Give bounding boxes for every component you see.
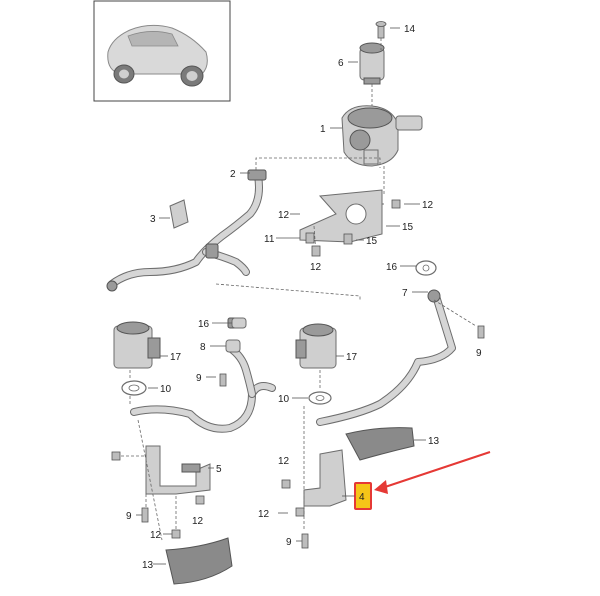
- secondary-air-pump: [341, 105, 423, 167]
- callout-7: 7: [402, 288, 408, 299]
- heat-shield-upper: [345, 427, 415, 461]
- callout-2: 2: [230, 169, 236, 180]
- callout-9-bottom: 9: [286, 537, 292, 548]
- callout-13-lower: 13: [142, 560, 154, 571]
- bracket-5: [145, 445, 211, 495]
- callout-12-bracket4-top: 12: [278, 456, 290, 467]
- heat-shield-lower: [165, 537, 233, 585]
- connector-8: [225, 339, 241, 353]
- callout-16-left: 16: [198, 319, 210, 330]
- callout-12-bracket5-right: 12: [192, 516, 204, 527]
- callout-16-right: 16: [386, 262, 398, 273]
- callout-17-left: 17: [170, 352, 182, 363]
- callout-4: 4: [359, 492, 365, 503]
- vehicle-thumbnail: [93, 0, 231, 102]
- pipe-right: [316, 289, 456, 426]
- callout-15-center: 15: [366, 236, 378, 247]
- callout-5: 5: [216, 464, 222, 475]
- callout-15-right: 15: [402, 222, 414, 233]
- hose-clip: [169, 199, 189, 229]
- callout-10-left: 10: [160, 384, 172, 395]
- gasket-center: [308, 391, 332, 405]
- highlighted-callout-4: 4: [342, 451, 491, 510]
- air-hose: [106, 169, 267, 292]
- callout-9-left-upper: 9: [196, 373, 202, 384]
- callout-6: 6: [338, 58, 344, 69]
- flange-left: [231, 317, 247, 329]
- pipe-left-lower: [130, 317, 276, 433]
- callout-3: 3: [150, 214, 156, 225]
- valve-center: [295, 323, 337, 369]
- callout-12-bracket-top: 12: [278, 210, 290, 221]
- leader-lines: [116, 27, 477, 565]
- gasket-left: [121, 380, 147, 396]
- callout-13-upper: 13: [428, 436, 440, 447]
- flange-right: [415, 260, 437, 276]
- callout-12-bracket-bottom: 12: [310, 262, 322, 273]
- callout-10-center: 10: [278, 394, 290, 405]
- valve-left: [113, 321, 161, 369]
- pump-cap: [359, 42, 385, 85]
- callout-11: 11: [264, 234, 275, 245]
- bracket-4: [303, 449, 347, 507]
- callout-9-left-lower: 9: [126, 511, 132, 522]
- callout-12-bracket-right: 12: [422, 200, 434, 211]
- callout-12-bracket4-left: 12: [258, 509, 270, 520]
- callout-1: 1: [320, 124, 326, 135]
- screw-14: [375, 21, 387, 39]
- arrowhead-icon: [374, 480, 388, 494]
- callout-9-right: 9: [476, 348, 482, 359]
- callout-14: 14: [404, 24, 416, 35]
- callout-12-bracket5-bottom: 12: [150, 530, 162, 541]
- bolts: [111, 199, 485, 549]
- red-arrow-icon: [381, 451, 491, 489]
- pump-bracket: [299, 189, 383, 243]
- callout-17-center: 17: [346, 352, 358, 363]
- callout-8: 8: [200, 342, 206, 353]
- callout-labels: 14 6 1 2 3 12 12 11 15 15 12 16 7 9 16 8…: [126, 24, 482, 571]
